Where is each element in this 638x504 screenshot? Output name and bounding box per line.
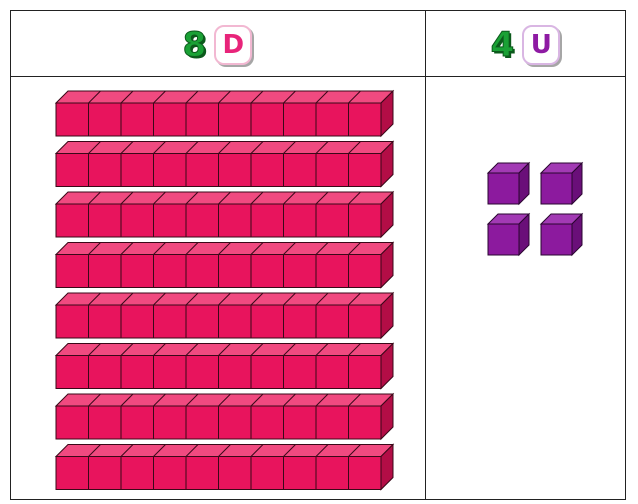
ten-rod xyxy=(56,293,393,338)
cube-front-face xyxy=(488,224,519,255)
ten-rod xyxy=(56,142,393,187)
ten-rod xyxy=(56,445,393,490)
cube-front-face xyxy=(488,173,519,204)
ten-rod xyxy=(56,243,393,288)
ten-rod xyxy=(56,394,393,439)
ten-rod xyxy=(56,344,393,389)
unit-cube xyxy=(541,214,582,255)
cube-front-face xyxy=(541,224,572,255)
cube-front-face xyxy=(541,173,572,204)
unit-cube xyxy=(488,163,529,204)
ten-rod xyxy=(56,192,393,237)
unit-cube xyxy=(488,214,529,255)
unit-cube xyxy=(541,163,582,204)
ten-rod xyxy=(56,91,393,136)
